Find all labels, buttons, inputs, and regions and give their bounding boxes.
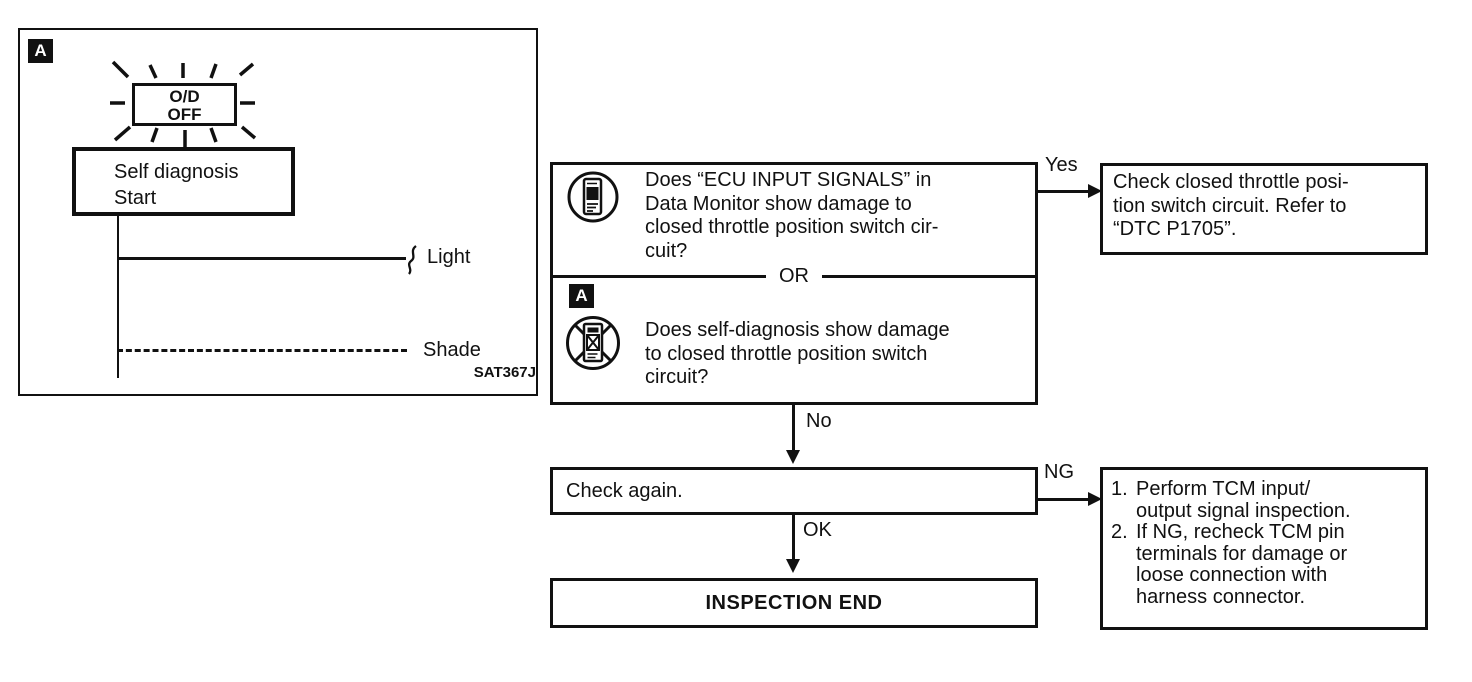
shade-signal-line	[117, 349, 407, 352]
ng-item-1-number: 1.	[1111, 478, 1128, 500]
inspection-end-text: INSPECTION END	[705, 591, 883, 614]
od-off-lamp: O/D OFF	[132, 83, 237, 126]
ng-result-box: 1. Perform TCM input/ output signal insp…	[1100, 467, 1428, 630]
yes-result-box: Check closed throttle posi- tion switch …	[1100, 163, 1428, 255]
ng-item-2-number: 2.	[1111, 521, 1128, 543]
figure-panel: A O/D OFF Self diagnosis Start	[18, 28, 538, 396]
od-off-lamp-line2: OFF	[167, 105, 202, 124]
no-arrow-line	[792, 405, 795, 452]
light-line-squiggle-icon	[407, 245, 417, 275]
consult-scan-tool-icon	[567, 171, 619, 223]
light-label: Light	[427, 246, 471, 268]
no-label: No	[806, 410, 832, 432]
or-divider-line-right	[822, 274, 1035, 278]
figure-code: SAT367J	[473, 364, 536, 381]
yes-arrowhead-icon	[1088, 184, 1102, 198]
ng-arrow-line	[1037, 498, 1090, 501]
ok-arrowhead-icon	[786, 559, 800, 573]
ng-item-2-text: If NG, recheck TCM pin terminals for dam…	[1136, 521, 1348, 608]
od-off-lamp-line1: O/D	[169, 87, 200, 106]
no-consult-crossed-icon	[566, 316, 620, 370]
check-again-text: Check again.	[566, 479, 683, 502]
inspection-end-box: INSPECTION END	[550, 578, 1038, 628]
yes-label: Yes	[1045, 154, 1078, 176]
or-label: OR	[779, 265, 809, 287]
ng-arrowhead-icon	[1088, 492, 1102, 506]
ng-result-item: 2. If NG, recheck TCM pin terminals for …	[1111, 521, 1421, 608]
signal-timeline-line	[117, 216, 119, 378]
lamp-flash-rays-icon	[110, 60, 257, 147]
or-divider-line-left	[553, 274, 766, 278]
no-consult-question-text: Does self-diagnosis show damage to close…	[645, 319, 950, 388]
or-divider: OR	[553, 265, 1035, 287]
decision-box: Does “ECU INPUT SIGNALS” in Data Monitor…	[550, 162, 1038, 405]
consult-question-text: Does “ECU INPUT SIGNALS” in Data Monitor…	[645, 169, 939, 262]
self-diagnosis-start-box: Self diagnosis Start	[72, 147, 295, 216]
light-signal-line	[117, 257, 406, 260]
check-again-box: Check again.	[550, 467, 1038, 515]
shade-label: Shade	[423, 339, 481, 361]
no-arrowhead-icon	[786, 450, 800, 464]
ng-item-1-text: Perform TCM input/ output signal inspect…	[1136, 478, 1351, 522]
ok-arrow-line	[792, 515, 795, 561]
figure-marker-badge: A	[28, 39, 53, 63]
yes-arrow-line	[1037, 190, 1090, 193]
ok-label: OK	[803, 519, 832, 541]
decision-marker-badge: A	[569, 284, 594, 308]
ng-label: NG	[1044, 461, 1074, 483]
ng-result-item: 1. Perform TCM input/ output signal insp…	[1111, 478, 1421, 522]
